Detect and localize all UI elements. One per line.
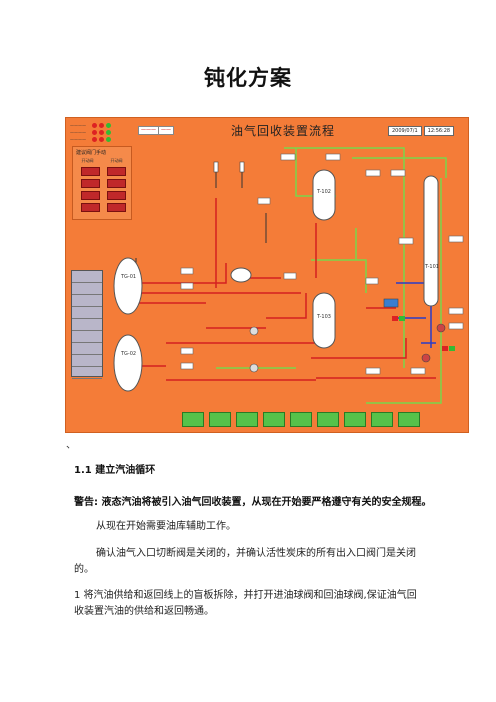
valve-button: [81, 179, 100, 188]
column-t101: [423, 175, 439, 307]
left-status-list: [71, 270, 103, 379]
manual-valve-panel: 建议阀门手动 开动阀 开动阀: [72, 146, 132, 220]
section-heading: 1.1 建立汽油循环: [74, 465, 156, 476]
document-title: 钝化方案: [204, 66, 292, 90]
process-flow-screenshot: ———— ———— ———— ——— —— 油气回收装置流程 2009/07/1…: [65, 117, 469, 433]
paragraph-2-line-2: 的。: [74, 564, 94, 575]
tank-tg01: [113, 257, 143, 315]
paragraph-1: 从现在开始需要油库辅助工作。: [96, 521, 236, 532]
time-readout: 12:56:28: [423, 126, 455, 136]
vessel-t103: [312, 292, 336, 349]
valve-button: [107, 179, 126, 188]
valve-button: [81, 203, 100, 212]
alarm-indicator-list: ———— ———— ————: [70, 122, 111, 143]
paragraph-3-line-1: 1 将汽油供给和返回线上的盲板拆除，并打开进油球阀和回油球阀,保证油气回: [74, 590, 417, 601]
panel-head-right: 开动阀: [110, 158, 123, 163]
paragraph-3-line-2: 收装置汽油的供给和返回畅通。: [74, 606, 214, 617]
valve-button: [107, 191, 126, 200]
paragraph-2-line-1: 确认油气入口切断阀是关闭的，并确认活性炭床的所有出入口阀门是关闭: [96, 548, 416, 559]
bottom-button-bar: [182, 412, 420, 427]
svg-text:T-102: T-102: [316, 189, 331, 195]
tank-tg02: [113, 334, 143, 392]
panel-head-left: 开动阀: [81, 158, 94, 163]
valve-button: [107, 167, 126, 176]
svg-text:TG-01: TG-01: [120, 274, 136, 280]
scada-title: 油气回收装置流程: [231, 124, 336, 138]
valve-button: [81, 191, 100, 200]
separator: [230, 267, 252, 283]
valve-button: [107, 203, 126, 212]
punctuation-mark: 、: [66, 440, 76, 451]
date-readout: 2009/07/1: [388, 126, 422, 136]
svg-text:TG-02: TG-02: [120, 351, 136, 357]
valve-button: [81, 167, 100, 176]
svg-text:T-101: T-101: [424, 264, 439, 270]
warning-paragraph: 警告: 液态汽油将被引入油气回收装置，从现在开始要严格遵守有关的安全规程。: [74, 497, 432, 508]
time-display: 2009/07/1 12:56:28: [388, 126, 455, 136]
panel-title: 建议阀门手动: [76, 150, 107, 156]
status-box: ——: [158, 126, 174, 135]
process-diagram: TG-01 TG-02 T-102 T-103 T-101: [113, 147, 464, 404]
svg-text:T-103: T-103: [316, 314, 331, 320]
vessel-t102: [312, 169, 336, 221]
